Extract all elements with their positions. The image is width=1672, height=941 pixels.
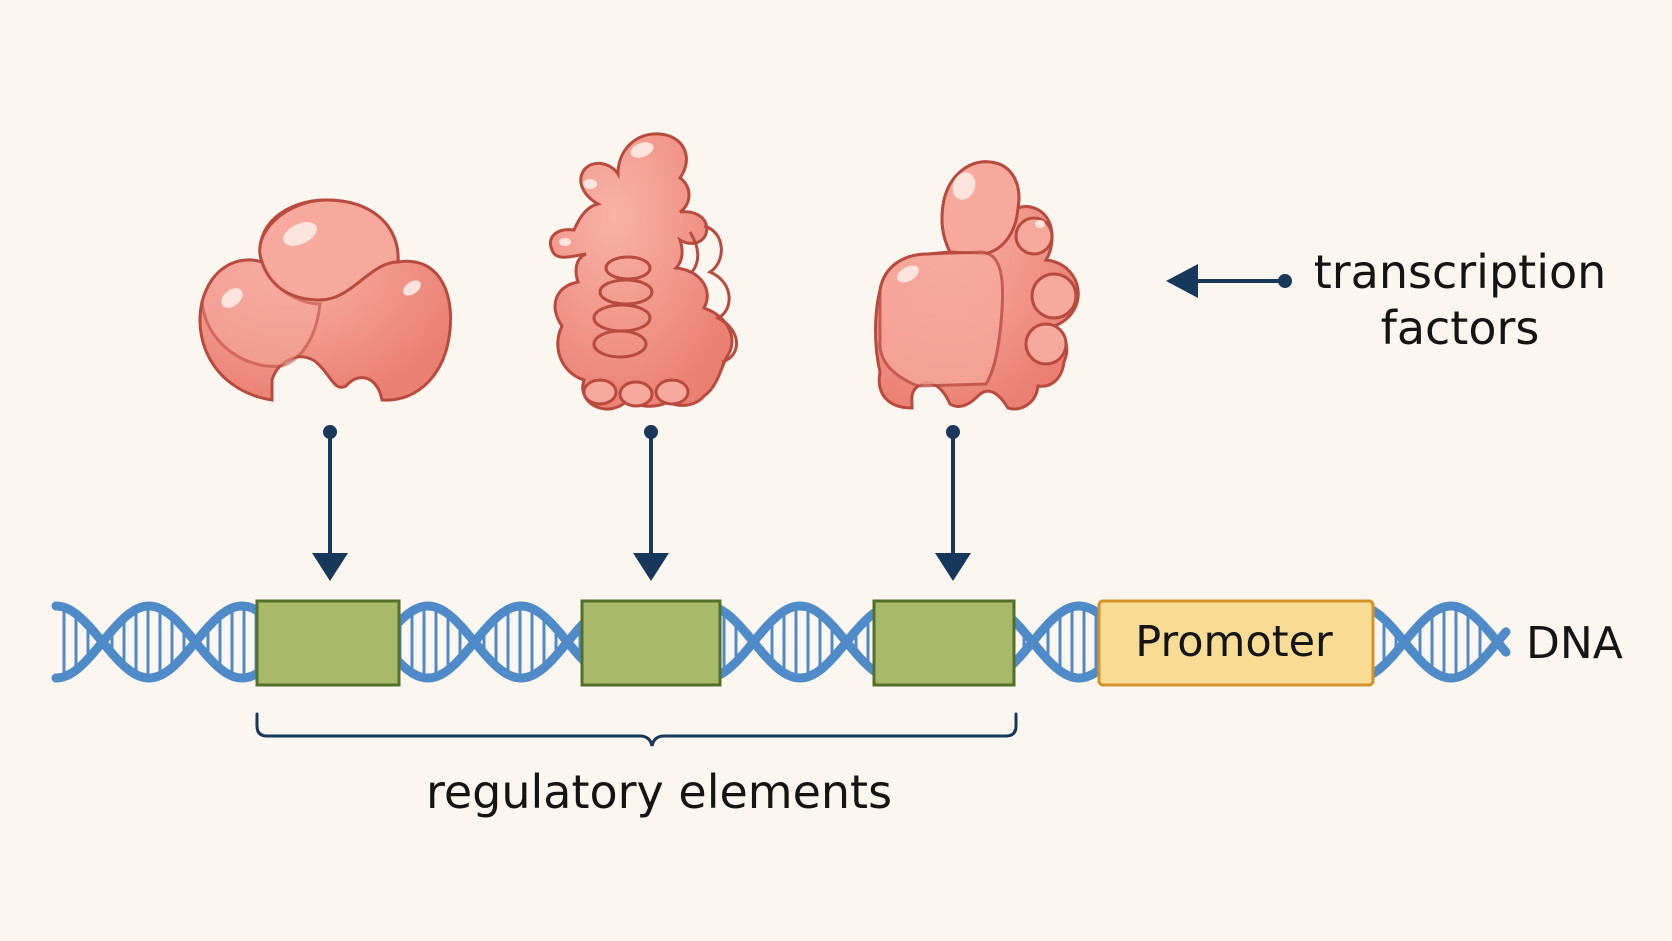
promoter-box (1097, 599, 1375, 687)
transcription-factors-label-line-1: transcription (1313, 245, 1607, 299)
transcription-factors-label: transcription factors (1300, 244, 1620, 356)
promoter-label: Promoter (1135, 617, 1333, 667)
binding-arrow-2 (633, 425, 669, 581)
transcription-factors-label-line-2: factors (1380, 301, 1540, 355)
regulatory-element-2 (580, 599, 722, 687)
regulatory-element-3 (872, 599, 1016, 687)
binding-arrow-3 (935, 425, 971, 581)
protein-lobed-icon (874, 160, 1080, 411)
protein-helical-icon (549, 132, 738, 411)
regulatory-element-1 (255, 599, 401, 687)
transcription-factors-pointer (1166, 264, 1292, 298)
dna-label: DNA (1526, 618, 1623, 669)
regulatory-elements-label: regulatory elements (425, 765, 893, 819)
protein-globular-icon (198, 198, 453, 402)
binding-arrow-1 (312, 425, 348, 581)
regulatory-elements-brace (255, 712, 1018, 747)
